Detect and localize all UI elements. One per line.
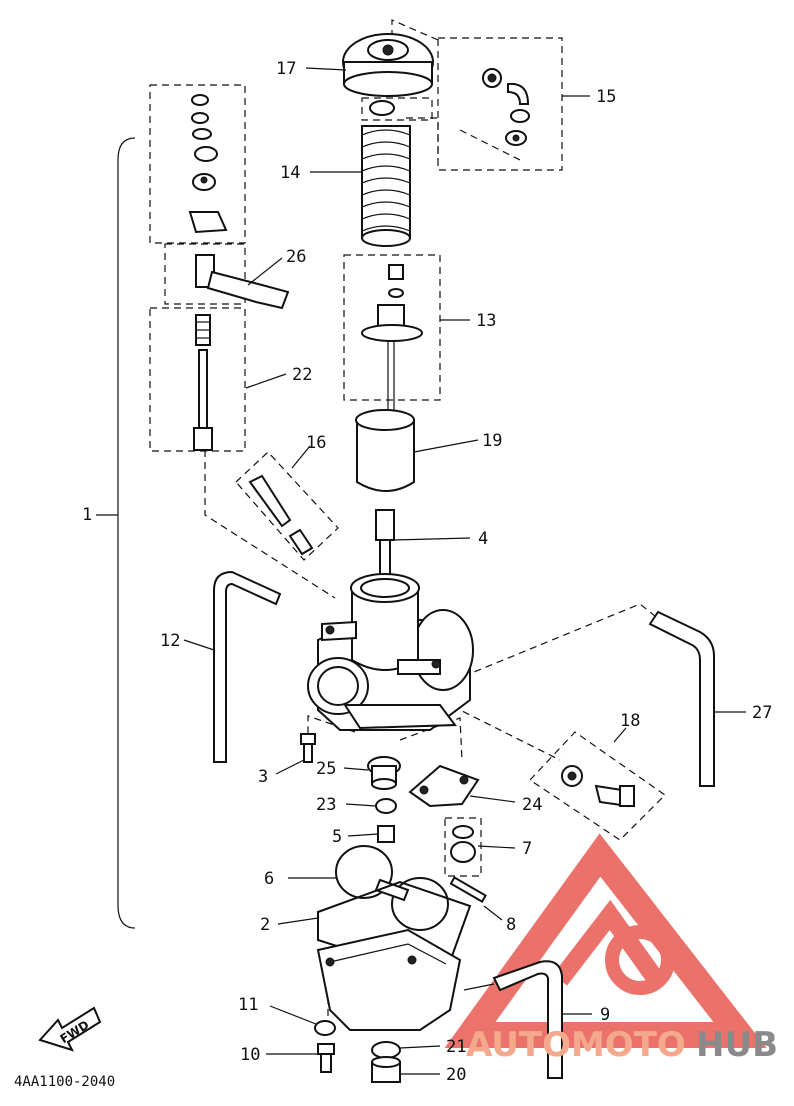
assembly-bracket [117, 137, 136, 929]
callout-1: 1 [82, 505, 92, 525]
part-jet-holder [367, 756, 401, 790]
callout-15: 15 [596, 87, 616, 107]
part-elbow-fittings [482, 68, 530, 146]
callout-16: 16 [306, 433, 326, 453]
part-screw-10 [317, 1043, 335, 1073]
callout-11: 11 [238, 995, 258, 1015]
watermark-text: AUTOMOTO HUB [466, 1025, 778, 1065]
part-plate [408, 764, 480, 808]
part-pilot-screw [248, 474, 314, 556]
callout-19: 19 [482, 431, 502, 451]
group-box-15 [437, 37, 563, 171]
part-needle-assembly [361, 264, 423, 430]
part-oring [371, 1041, 401, 1059]
part-washer-23 [375, 798, 397, 814]
callout-24: 24 [522, 795, 542, 815]
forward-arrow-icon: FWD [38, 1006, 102, 1052]
part-float-bowl [316, 928, 462, 1031]
callout-20: 20 [446, 1065, 466, 1085]
callout-26: 26 [286, 247, 306, 267]
callout-23: 23 [316, 795, 336, 815]
group-box-13 [343, 254, 441, 401]
part-screw-3 [300, 733, 316, 763]
part-top-cap [342, 33, 434, 97]
part-adjust-screw [561, 765, 635, 808]
callout-18: 18 [620, 711, 640, 731]
callout-27: 27 [752, 703, 772, 723]
callout-25: 25 [316, 759, 336, 779]
leader-lines [183, 67, 746, 1075]
part-drain-tube [492, 960, 563, 1079]
callout-12: 12 [160, 631, 180, 651]
part-vent-tube-left [213, 570, 282, 763]
part-spring [361, 125, 411, 247]
callout-14: 14 [280, 163, 300, 183]
part-small-stack [188, 94, 228, 234]
part-float-pin [449, 876, 487, 903]
part-choke-lever [195, 254, 290, 310]
callout-7: 7 [522, 839, 532, 859]
part-vent-tube-right [648, 610, 715, 787]
drawing-code: 4AA1100-2040 [14, 1074, 115, 1090]
callout-4: 4 [478, 529, 488, 549]
group-box-16 [235, 451, 339, 561]
part-choke-plunger [193, 314, 213, 451]
callout-6: 6 [264, 869, 274, 889]
callout-17: 17 [276, 59, 296, 79]
part-needle-jet [375, 509, 395, 581]
part-throttle-valve [355, 409, 415, 492]
callout-3: 3 [258, 767, 268, 787]
group-box-upper-left [149, 84, 246, 244]
group-box-7 [444, 817, 482, 877]
part-plug [371, 1056, 401, 1083]
watermark-text-b: HUB [696, 1025, 778, 1065]
callout-2: 2 [260, 915, 270, 935]
callout-9: 9 [600, 1005, 610, 1025]
callout-8: 8 [506, 915, 516, 935]
callout-10: 10 [240, 1045, 260, 1065]
callout-13: 13 [476, 311, 496, 331]
part-washer-11 [314, 1020, 336, 1036]
part-drain-screw [450, 825, 476, 863]
group-box-26 [164, 243, 246, 305]
callout-5: 5 [332, 827, 342, 847]
watermark-text-a: AUTOMOTO [466, 1025, 686, 1065]
callout-22: 22 [292, 365, 312, 385]
watermark-logo [444, 833, 767, 1048]
callout-21: 21 [446, 1037, 466, 1057]
part-main-jet [377, 825, 395, 843]
part-carb-body [307, 573, 474, 731]
part-float [335, 845, 449, 931]
